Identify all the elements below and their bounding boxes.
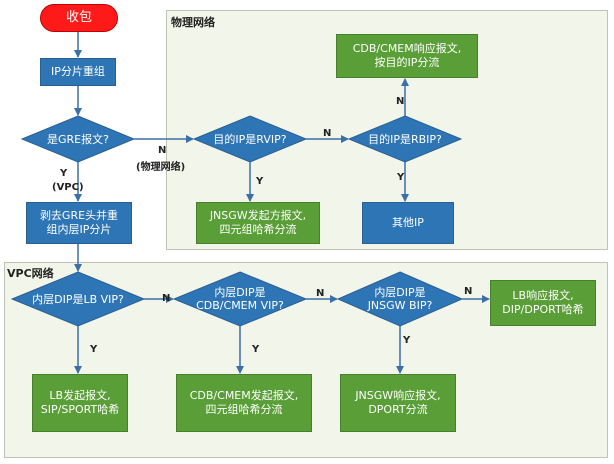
lbvip-no-label: N — [162, 293, 171, 304]
vpc-network-title: VPC网络 — [7, 267, 54, 280]
lbvip-yes-label: Y — [90, 344, 98, 355]
lb-reply-node: LB响应报文, DIP/DPORT哈希 — [490, 280, 596, 326]
rbip-yes-label: Y — [397, 172, 405, 183]
gre-no-label: N — [158, 145, 167, 156]
strip-gre-node: 剥去GRE头并重 组内层IP分片 — [26, 202, 132, 244]
decision-inner-lbvip — [10, 271, 146, 327]
cdbvip-no-label: N — [316, 288, 325, 299]
decision-inner-cdbvip — [172, 271, 308, 327]
gre-no-note: (物理网络) — [136, 162, 186, 173]
gre-yes-note: (VPC) — [52, 182, 84, 193]
reassemble-node: IP分片重组 — [40, 58, 116, 86]
start-node: 收包 — [40, 4, 118, 32]
cdb-init-node: CDB/CMEM发起报文, 四元组哈希分流 — [176, 374, 312, 432]
decision-is-gre — [20, 115, 136, 163]
bip-no-label: N — [464, 286, 473, 297]
cdbvip-yes-label: Y — [252, 344, 260, 355]
jnsgw-init-node: JNSGW发起方报文, 四元组哈希分流 — [196, 202, 320, 244]
rvip-yes-label: Y — [256, 176, 264, 187]
lb-init-node: LB发起报文, SIP/SPORT哈希 — [32, 374, 128, 432]
jnsgw-reply-node: JNSGW响应报文, DPORT分流 — [340, 374, 456, 432]
bip-yes-label: Y — [403, 335, 411, 346]
cdb-reply-node: CDB/CMEM响应报文, 按目的IP分流 — [336, 34, 478, 78]
physical-network-title: 物理网络 — [171, 16, 215, 29]
decision-dst-rbip — [347, 115, 463, 163]
decision-inner-jnsgwbip — [336, 271, 464, 327]
rvip-no-label: N — [323, 128, 332, 139]
rbip-no-label: N — [396, 96, 405, 107]
other-ip-node: 其他IP — [362, 202, 454, 244]
gre-yes-label: Y — [60, 168, 68, 179]
decision-dst-rvip — [192, 115, 308, 163]
